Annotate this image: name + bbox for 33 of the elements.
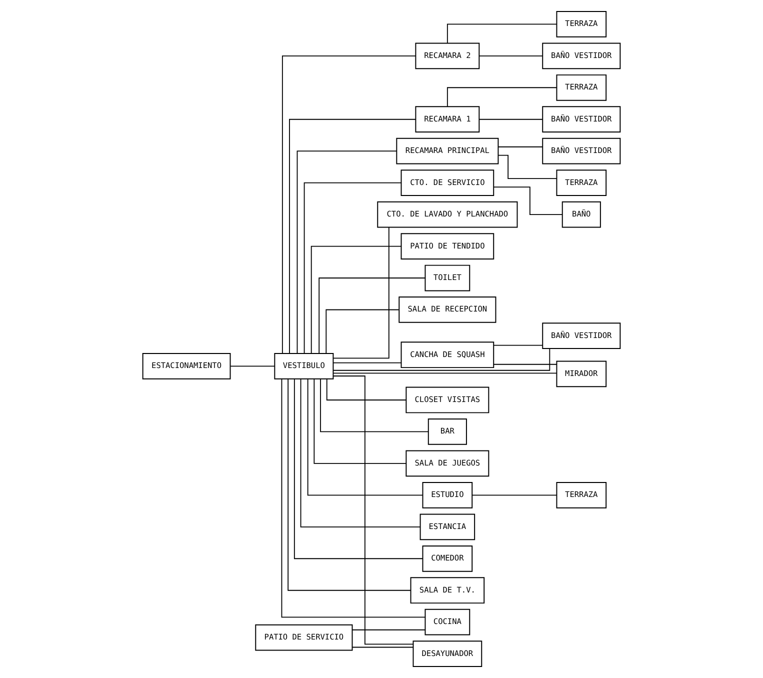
- connector: [332, 376, 414, 645]
- connector: [446, 24, 557, 44]
- connector: [493, 186, 563, 215]
- connector: [446, 87, 557, 108]
- connector: [478, 55, 543, 56]
- connector: [332, 372, 558, 374]
- connector: [281, 378, 426, 618]
- connector: [326, 378, 406, 400]
- connector: [289, 118, 416, 354]
- connector: [296, 150, 398, 354]
- connector: [493, 364, 558, 365]
- connector: [300, 378, 421, 528]
- connector: [314, 378, 407, 464]
- connector: [332, 226, 390, 359]
- connector: [320, 378, 429, 432]
- connector: [332, 362, 402, 364]
- connector: [230, 366, 276, 367]
- connector: [472, 494, 558, 496]
- connector: [352, 646, 414, 648]
- connector: [304, 182, 402, 354]
- connector: [493, 344, 543, 346]
- connector: [478, 118, 543, 120]
- connector: [288, 378, 412, 591]
- connector: [282, 55, 416, 354]
- connector: [326, 309, 400, 354]
- connector: [294, 378, 423, 560]
- connector: [307, 378, 423, 496]
- connector: [332, 348, 550, 371]
- connector: [352, 629, 426, 630]
- connector: [310, 246, 402, 354]
- connector: [318, 278, 426, 354]
- connector: [498, 146, 543, 148]
- connector: [498, 154, 558, 180]
